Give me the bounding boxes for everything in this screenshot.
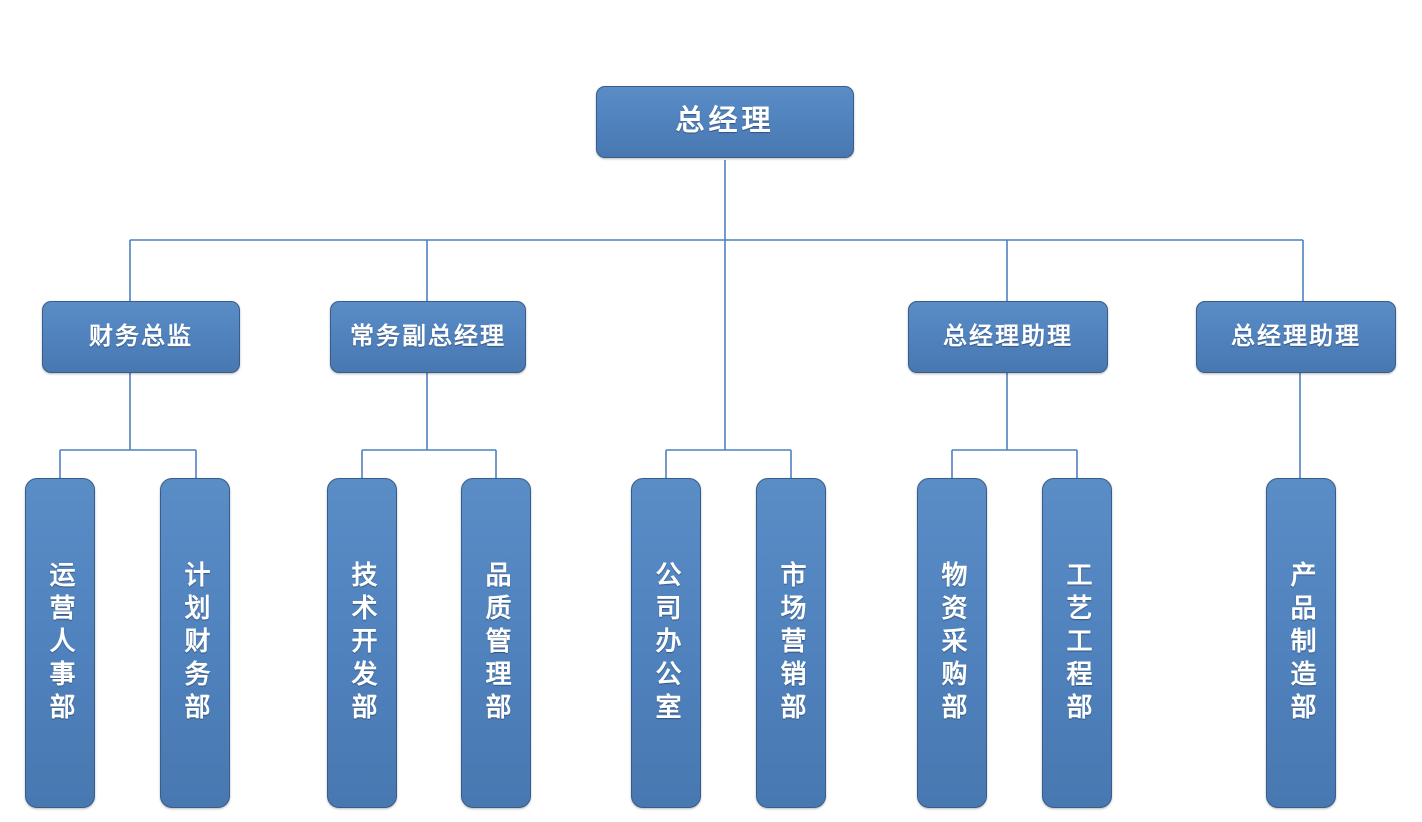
node-label: 物资采购部 [938,560,967,726]
node-general-manager[interactable]: 总经理 [596,86,854,158]
node-label: 产品制造部 [1287,560,1316,726]
node-label: 总经理 [675,105,775,138]
node-technology-development-department[interactable]: 技术开发部 [327,478,397,808]
node-label: 工艺工程部 [1063,560,1092,726]
node-label: 公司办公室 [652,560,681,726]
node-product-manufacturing-department[interactable]: 产品制造部 [1266,478,1336,808]
node-assistant-to-general-manager-2[interactable]: 总经理助理 [1196,301,1396,373]
node-executive-deputy-general-manager[interactable]: 常务副总经理 [330,301,526,373]
node-label: 总经理助理 [943,323,1073,350]
node-label: 常务副总经理 [350,323,506,350]
node-label: 技术开发部 [348,560,377,726]
node-quality-management-department[interactable]: 品质管理部 [461,478,531,808]
node-company-office[interactable]: 公司办公室 [631,478,701,808]
node-materials-purchasing-department[interactable]: 物资采购部 [917,478,987,808]
node-label: 计划财务部 [181,560,210,726]
node-label: 市场营销部 [777,560,806,726]
node-assistant-to-general-manager-1[interactable]: 总经理助理 [908,301,1108,373]
node-finance-director[interactable]: 财务总监 [42,301,240,373]
node-label: 总经理助理 [1231,323,1361,350]
node-process-engineering-department[interactable]: 工艺工程部 [1042,478,1112,808]
node-operations-hr-department[interactable]: 运营人事部 [25,478,95,808]
node-planning-finance-department[interactable]: 计划财务部 [160,478,230,808]
node-label: 运营人事部 [46,560,75,726]
node-label: 财务总监 [89,323,193,350]
node-label: 品质管理部 [482,560,511,726]
node-marketing-department[interactable]: 市场营销部 [756,478,826,808]
